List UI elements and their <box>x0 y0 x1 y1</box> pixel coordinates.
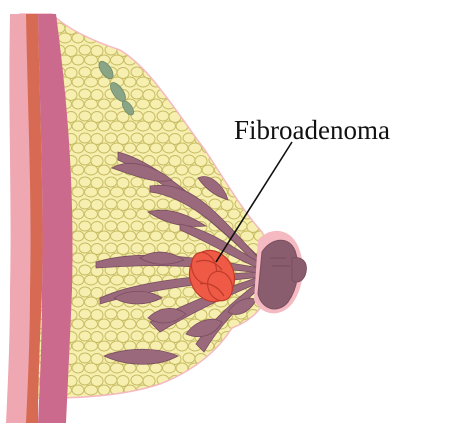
nipple-tip <box>292 258 306 282</box>
fibroadenoma-label: Fibroadenoma <box>234 115 390 145</box>
